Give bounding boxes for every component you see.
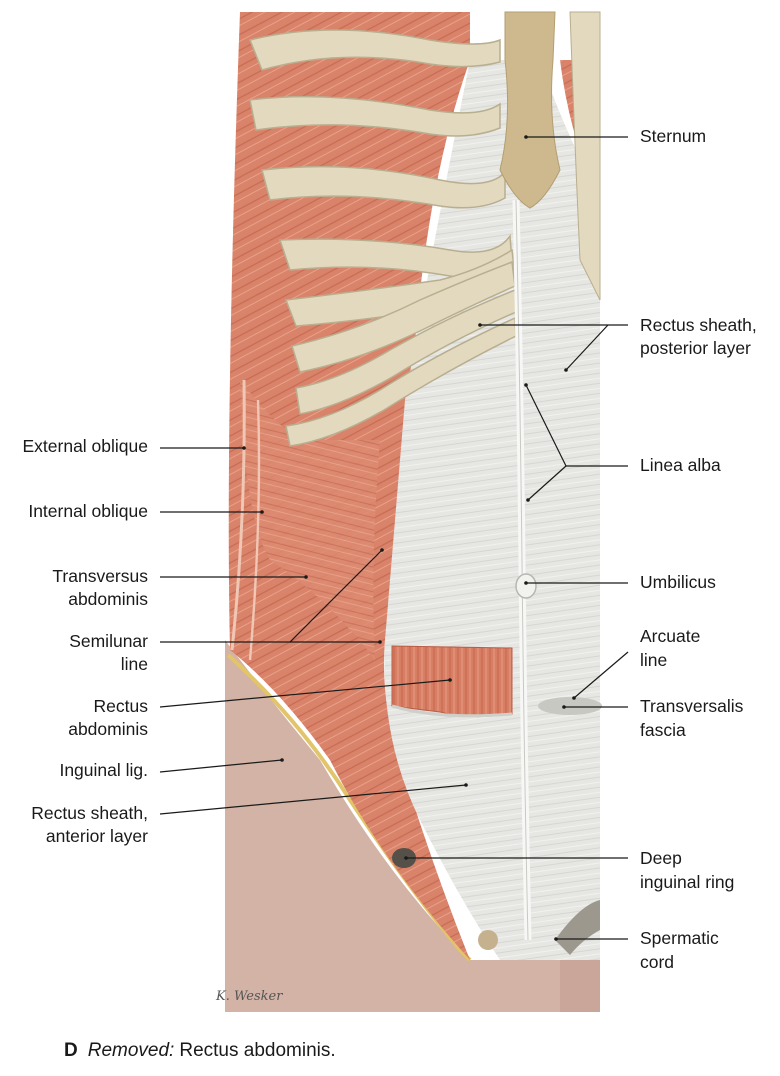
label-text: Rectus <box>94 696 149 716</box>
label-text: Deep <box>640 848 682 868</box>
figure-caption: D Removed:Rectus abdominis. <box>64 1040 336 1062</box>
label-text: Semilunar <box>69 631 148 651</box>
svg-text:inguinal ring: inguinal ring <box>640 872 734 892</box>
label-text: Rectus sheath, <box>640 315 757 335</box>
svg-text:anterior layer: anterior layer <box>46 826 148 846</box>
abdominal-wall-illustration <box>225 11 602 1012</box>
svg-text:abdominis: abdominis <box>68 589 148 609</box>
svg-text:fascia: fascia <box>640 720 686 740</box>
svg-text:posterior layer: posterior layer <box>640 338 751 358</box>
svg-text:Sternum: Sternum <box>640 126 706 146</box>
svg-text:Spermatic: Spermatic <box>640 928 719 948</box>
label-rectus-sheath-posterior: Rectus sheath, posterior layer <box>478 315 757 372</box>
caption-letter: D <box>64 1040 78 1061</box>
label-text: External oblique <box>23 436 149 456</box>
svg-text:Deep: Deep <box>640 848 682 868</box>
svg-text:abdominis: abdominis <box>68 719 148 739</box>
label-text: fascia <box>640 720 686 740</box>
label-text: Sternum <box>640 126 706 146</box>
label-text: line <box>121 654 148 674</box>
label-external-oblique: External oblique <box>23 436 246 456</box>
caption-text: Rectus abdominis. <box>179 1040 336 1061</box>
svg-text:cord: cord <box>640 952 674 972</box>
svg-text:Rectus sheath,: Rectus sheath, <box>31 803 148 823</box>
svg-text:line: line <box>121 654 148 674</box>
label-inguinal-ligament: Inguinal lig. <box>59 758 284 780</box>
label-text: cord <box>640 952 674 972</box>
label-deep-inguinal-ring: Deep inguinal ring <box>404 848 734 892</box>
svg-text:External oblique: External oblique <box>23 436 149 456</box>
label-text: Transversalis <box>640 696 744 716</box>
svg-text:Umbilicus: Umbilicus <box>640 572 716 592</box>
label-text: abdominis <box>68 719 148 739</box>
label-text: Umbilicus <box>640 572 716 592</box>
label-transversus-abdominis: Transversus abdominis <box>52 566 308 609</box>
label-text: Rectus sheath, <box>31 803 148 823</box>
svg-text:Rectus: Rectus <box>94 696 149 716</box>
svg-text:Internal oblique: Internal oblique <box>28 501 148 521</box>
label-text: Arcuate <box>640 626 700 646</box>
label-semilunar-line: Semilunar line <box>69 548 384 674</box>
svg-text:Semilunar: Semilunar <box>69 631 148 651</box>
caption-removed-label: Removed: <box>87 1040 175 1061</box>
label-transversalis-fascia: Transversalis fascia <box>562 696 744 740</box>
label-text: inguinal ring <box>640 872 734 892</box>
label-rectus-abdominis: Rectus abdominis <box>68 678 452 739</box>
svg-text:Transversus: Transversus <box>52 566 148 586</box>
artist-signature: K. Wesker <box>215 989 283 1004</box>
svg-text:Inguinal lig.: Inguinal lig. <box>59 760 148 780</box>
label-rectus-sheath-anterior: Rectus sheath, anterior layer <box>31 783 468 846</box>
svg-text:Linea alba: Linea alba <box>640 455 721 475</box>
label-text: Spermatic <box>640 928 719 948</box>
label-text: posterior layer <box>640 338 751 358</box>
label-umbilicus: Umbilicus <box>524 572 716 592</box>
label-text: Internal oblique <box>28 501 148 521</box>
label-text: Transversus <box>52 566 148 586</box>
label-text: line <box>640 650 667 670</box>
label-text: abdominis <box>68 589 148 609</box>
label-arcuate-line: Arcuate line <box>572 626 700 700</box>
label-text: Linea alba <box>640 455 721 475</box>
label-sternum: Sternum <box>524 126 706 146</box>
svg-text:line: line <box>640 650 667 670</box>
label-spermatic-cord: Spermatic cord <box>554 928 719 972</box>
svg-text:Transversalis: Transversalis <box>640 696 744 716</box>
label-linea-alba: Linea alba <box>524 383 721 502</box>
label-text: anterior layer <box>46 826 148 846</box>
label-internal-oblique: Internal oblique <box>28 501 264 521</box>
label-text: Inguinal lig. <box>59 760 148 780</box>
svg-text:Rectus sheath,: Rectus sheath, <box>640 315 757 335</box>
svg-text:Arcuate: Arcuate <box>640 626 700 646</box>
